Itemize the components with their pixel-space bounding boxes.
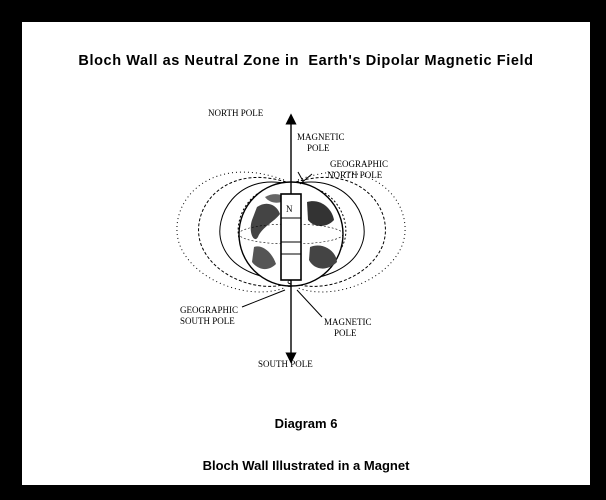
- geographic-north-label-1: GEOGRAPHIC: [330, 159, 388, 169]
- diagram-number: Diagram 6: [22, 416, 590, 431]
- magnetic-pole-top-label-2: POLE: [307, 143, 330, 153]
- diagram-caption: Bloch Wall Illustrated in a Magnet: [22, 458, 590, 473]
- bar-magnet: N S: [281, 194, 301, 289]
- magnetic-pole-top-label-1: MAGNETIC: [297, 132, 345, 142]
- north-pole-label: NORTH POLE: [208, 108, 264, 118]
- magnet-n-label: N: [286, 204, 293, 214]
- geographic-north-label-2: NORTH POLE: [327, 170, 383, 180]
- geographic-south-label-2: SOUTH POLE: [180, 316, 235, 326]
- magnetic-pole-bottom-label-2: POLE: [334, 328, 357, 338]
- geographic-south-label-1: GEOGRAPHIC: [180, 305, 238, 315]
- south-pole-label: SOUTH POLE: [258, 359, 313, 369]
- document-page: Bloch Wall as Neutral Zone in Earth's Di…: [22, 22, 590, 485]
- magnetic-pole-bottom-label-1: MAGNETIC: [324, 317, 372, 327]
